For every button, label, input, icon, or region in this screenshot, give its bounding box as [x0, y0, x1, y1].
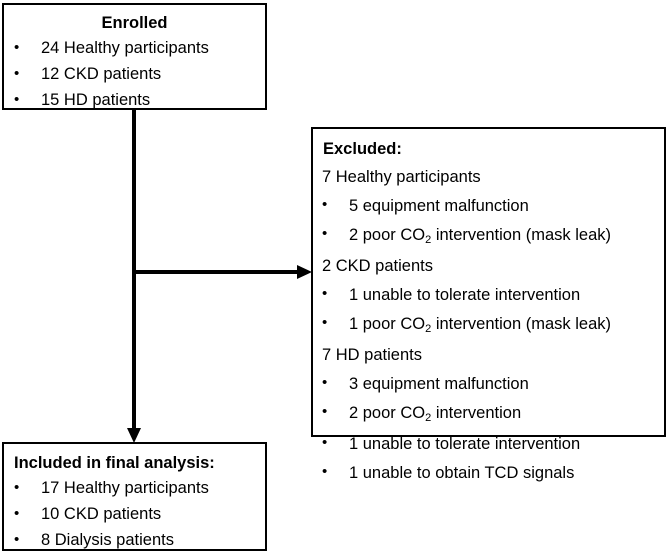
- subscript-2: 2: [425, 412, 432, 424]
- list-item: 10 CKD patients: [4, 501, 265, 527]
- list-item-text-post: intervention (mask leak): [431, 226, 611, 244]
- box-included-list: 17 Healthy participants 10 CKD patients …: [4, 475, 265, 553]
- list-item-group-heading: 7 Healthy participants: [322, 168, 481, 186]
- list-item: 1 unable to tolerate intervention: [313, 430, 664, 459]
- list-item-text-pre: 2 poor CO: [349, 404, 426, 422]
- arrowhead-down-icon: [127, 428, 141, 443]
- box-enrolled-list: 24 Healthy participants 12 CKD patients …: [4, 35, 265, 113]
- list-item-text-post: intervention (mask leak): [431, 315, 611, 333]
- list-item: 24 Healthy participants: [4, 35, 265, 61]
- list-item: 1 unable to obtain TCD signals: [313, 459, 664, 488]
- list-item: 1 unable to tolerate intervention: [313, 281, 664, 310]
- list-item: 8 Dialysis patients: [4, 527, 265, 553]
- list-item: 2 poor CO2 intervention (mask leak): [313, 221, 664, 252]
- box-included-title: Included in final analysis:: [14, 454, 215, 472]
- subscript-2: 2: [425, 323, 432, 335]
- box-excluded-title: Excluded:: [323, 140, 402, 158]
- list-item: 12 CKD patients: [4, 61, 265, 87]
- box-excluded-list: 7 Healthy participants 5 equipment malfu…: [313, 163, 664, 488]
- list-item: 15 HD patients: [4, 87, 265, 113]
- list-item: 5 equipment malfunction: [313, 192, 664, 221]
- list-item-text-post: intervention: [431, 404, 522, 422]
- list-item-group-heading: 2 CKD patients: [322, 257, 433, 275]
- box-included-in-final-analysis: Included in final analysis: 17 Healthy p…: [2, 442, 267, 553]
- list-item-text-pre: 1 poor CO: [349, 315, 426, 333]
- list-item-text-pre: 2 poor CO: [349, 226, 426, 244]
- list-item: 2 poor CO2 intervention: [313, 399, 664, 430]
- list-item-group-heading: 7 HD patients: [322, 346, 422, 364]
- arrowhead-right-icon: [297, 265, 312, 279]
- list-item: 17 Healthy participants: [4, 475, 265, 501]
- list-item: 3 equipment malfunction: [313, 370, 664, 399]
- box-excluded: Excluded: 7 Healthy participants 5 equip…: [311, 127, 666, 485]
- subscript-2: 2: [425, 234, 432, 246]
- list-item: 1 poor CO2 intervention (mask leak): [313, 310, 664, 341]
- box-enrolled: Enrolled 24 Healthy participants 12 CKD …: [2, 3, 267, 113]
- box-enrolled-title: Enrolled: [101, 14, 168, 32]
